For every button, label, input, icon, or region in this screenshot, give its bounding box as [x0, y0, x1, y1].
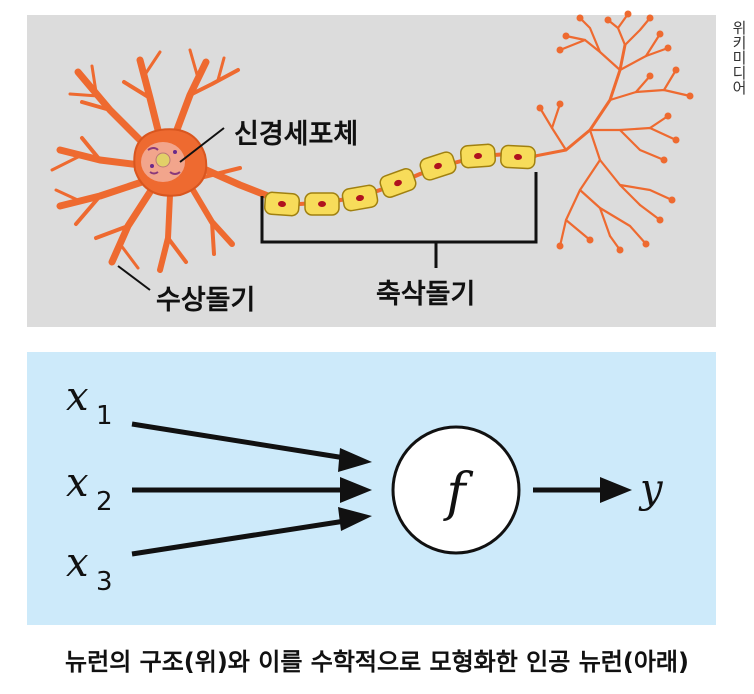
- arrow-x3-head: [338, 507, 372, 531]
- neuron-illustration: [50, 10, 694, 273]
- input-x2: x: [66, 460, 89, 506]
- cell-body-label: 신경세포체: [234, 119, 359, 150]
- input-x3-subscript: 3: [96, 567, 113, 597]
- output-y: y: [638, 466, 664, 512]
- axon-bracket: [260, 172, 538, 244]
- arrow-x2-head: [340, 477, 372, 503]
- dendrites: [50, 48, 242, 273]
- arrow-output-head: [600, 477, 632, 503]
- axon-terminals: [538, 12, 692, 252]
- figure-caption: 뉴런의 구조(위)와 이를 수학적으로 모형화한 인공 뉴런(아래): [65, 648, 689, 676]
- dendrite-label: 수상돌기: [156, 285, 256, 316]
- image-credit: 위키미디어: [730, 20, 748, 95]
- artificial-neuron: x 1 x 2 x 3 f y: [66, 374, 664, 597]
- myelin-sheath: [263, 143, 536, 217]
- activation-node: [391, 425, 521, 555]
- dendrite-leader: [117, 265, 151, 291]
- input-x3: x: [66, 540, 89, 586]
- axon-label: 축삭돌기: [376, 279, 476, 310]
- cell-body-leader: [179, 127, 225, 163]
- label-leaders: [117, 127, 538, 291]
- input-x1-subscript: 1: [96, 401, 113, 431]
- input-arrows: [131, 421, 632, 557]
- arrow-x1: [131, 421, 346, 461]
- input-x1: x: [66, 374, 89, 420]
- input-x2-subscript: 2: [96, 487, 113, 517]
- cell-body: [133, 128, 208, 197]
- arrow-x1-head: [338, 448, 372, 472]
- terminal-buttons: [536, 10, 694, 254]
- arrow-x3: [131, 518, 346, 557]
